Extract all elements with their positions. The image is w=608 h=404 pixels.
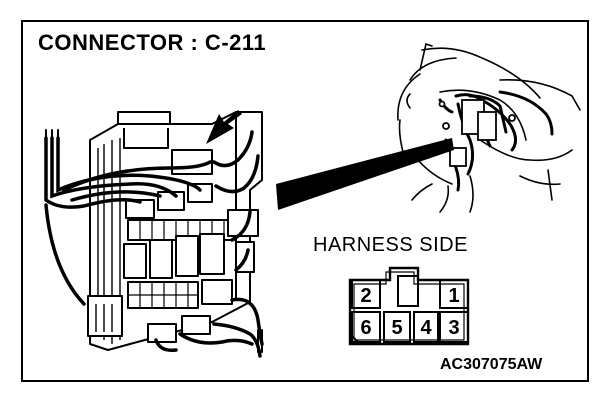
pin-5-label: 5 [391, 317, 402, 339]
connector-title: CONNECTOR : C-211 [38, 30, 267, 55]
dashboard-wiring [438, 90, 554, 192]
pin-6-label: 6 [360, 317, 371, 339]
dashboard-connector-box [438, 99, 516, 167]
pin-2-label: 2 [360, 285, 371, 307]
diagram-frame [21, 20, 589, 382]
pointer-arrow [206, 110, 242, 144]
connector-pin-cells [351, 275, 469, 343]
connector-pin-labels: 2 1 6 5 4 3 [360, 285, 459, 339]
callout-wedge [276, 138, 454, 210]
pin-4-label: 4 [420, 317, 432, 339]
pin-3-label: 3 [448, 317, 459, 339]
wire-harness [44, 129, 264, 358]
junction-block-illustration [87, 111, 263, 351]
figure-code: AC307075AW [440, 356, 543, 373]
harness-side-label: HARNESS SIDE [313, 234, 468, 256]
dashboard-illustration [397, 42, 581, 213]
pin-1-label: 1 [448, 285, 459, 307]
